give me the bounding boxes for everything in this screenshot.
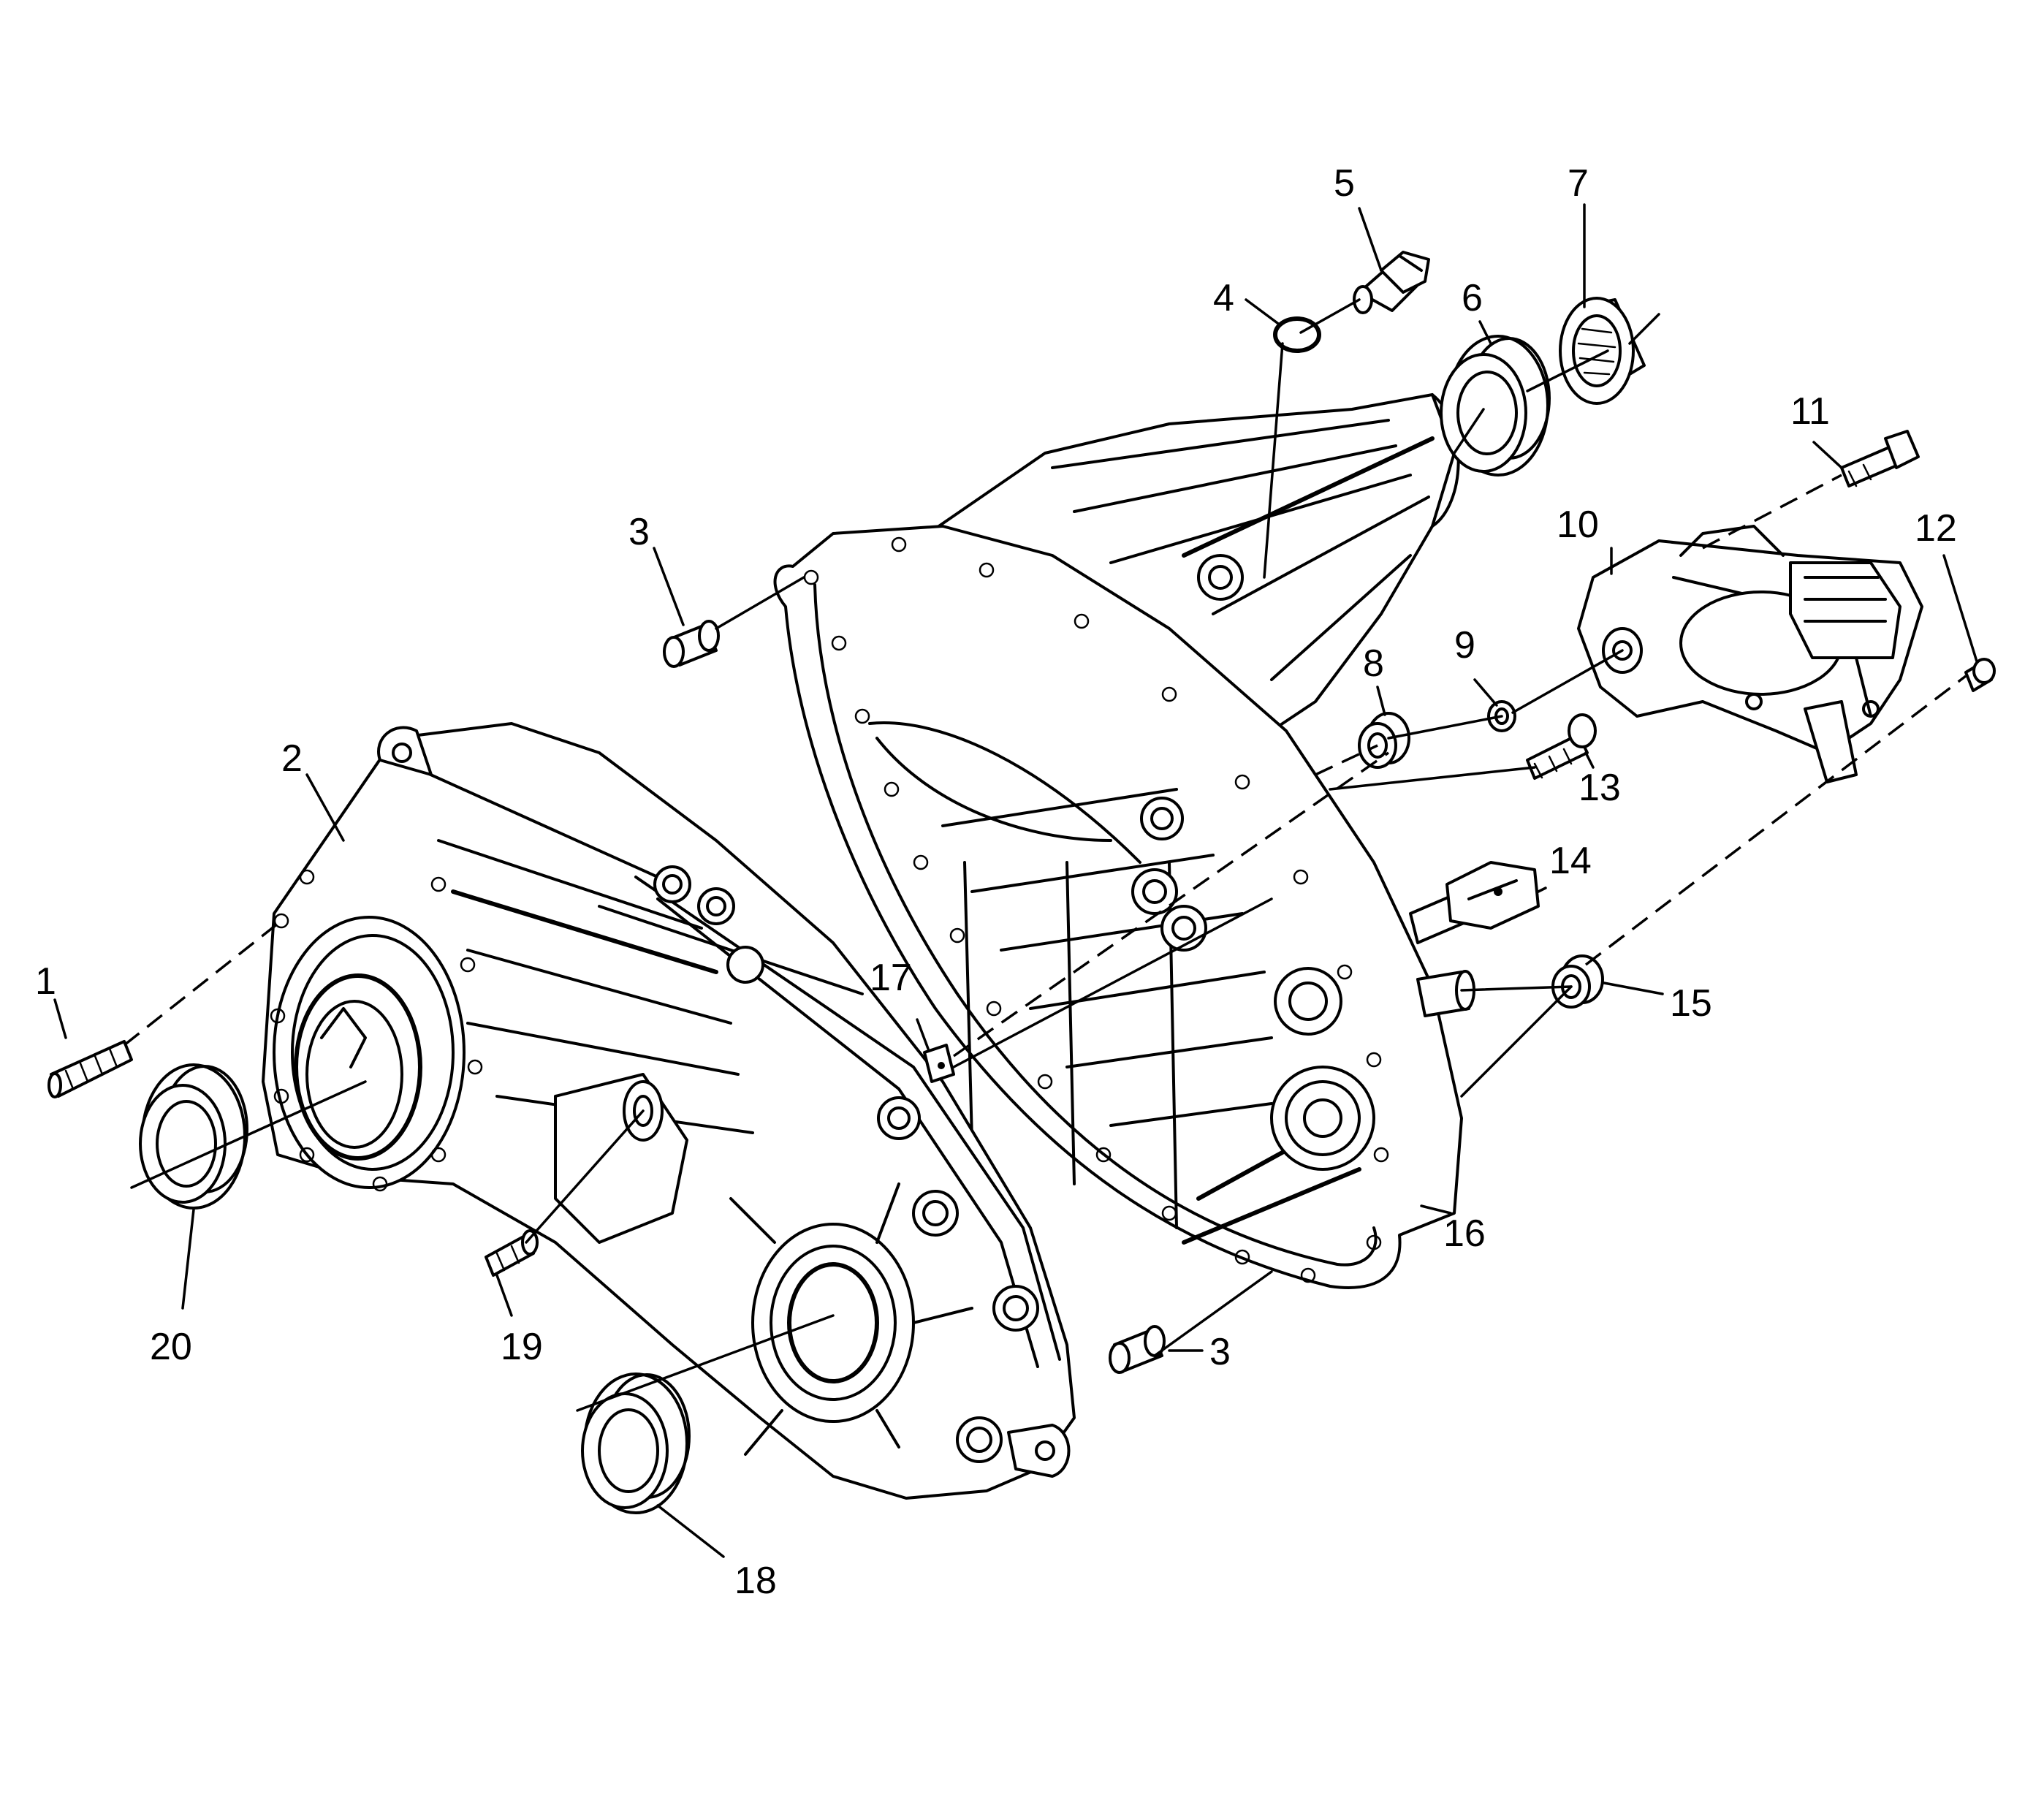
rear-case-half [773,393,1475,1289]
dowel-part-3-upper [663,620,720,668]
callout-3-lower: 3 [1209,1331,1231,1373]
callout-3-upper: 3 [628,511,650,553]
callout-20: 20 [150,1326,192,1368]
callout-4: 4 [1213,277,1234,319]
switch-part-14 [1445,861,1540,930]
front-case-half [262,722,1076,1500]
callout-2: 2 [281,737,303,780]
callout-labels: 1 2 3 3 4 5 6 7 8 9 10 11 12 13 14 15 16… [35,162,1957,1602]
encoder-motor [1577,525,1923,783]
seal-part-6 [1440,335,1551,477]
callout-11: 11 [1790,390,1830,433]
callout-16: 16 [1443,1212,1486,1255]
callout-12: 12 [1915,507,1957,550]
breather-part-19 [485,1229,539,1277]
bolt-part-11 [1840,430,1920,487]
plug-part-15 [1551,954,1604,1009]
callout-10: 10 [1557,504,1599,546]
callout-1: 1 [35,960,56,1003]
seal-part-18 [581,1373,691,1514]
callout-13: 13 [1578,767,1621,809]
callout-19: 19 [501,1326,543,1368]
callout-15: 15 [1670,982,1712,1025]
callout-18: 18 [734,1560,777,1602]
callout-8: 8 [1363,642,1384,685]
seal-part-20 [139,1063,248,1210]
bolt-part-12 [1964,658,1996,692]
plug-part-8 [1358,712,1410,769]
assembly-lines [123,298,1967,1412]
callout-9: 9 [1454,624,1475,667]
callout-5: 5 [1334,162,1355,205]
callout-14: 14 [1549,840,1592,882]
clip-part-17 [923,1044,955,1083]
bearing-part-7 [1559,297,1646,405]
callout-17: 17 [870,957,912,999]
o-ring-part-4 [1273,316,1321,353]
callout-6: 6 [1462,277,1483,319]
stud-part-1 [48,1040,133,1098]
sensor-part-5 [1353,251,1430,314]
dowel-part-3-lower [1109,1325,1166,1374]
callout-leaders [53,203,1978,1558]
bolt-part-13 [1526,713,1597,780]
callout-7: 7 [1568,162,1589,205]
